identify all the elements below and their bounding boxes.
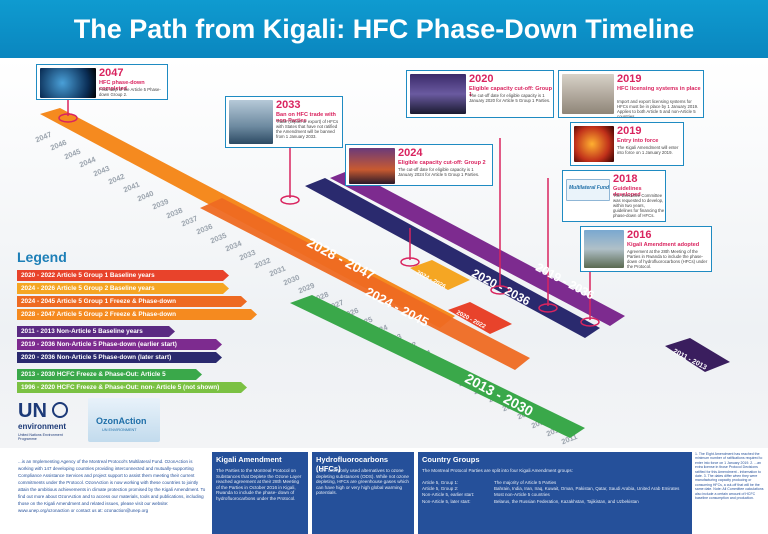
multilateral-fund-logo-text: Multilateral Fund [569, 185, 609, 191]
bar-nonart5-baseline [665, 338, 730, 372]
handshake-image [562, 74, 614, 114]
pin-2019a [538, 303, 558, 313]
ozonaction-name: OzonAction [96, 416, 147, 426]
country-group-key: Non-Article 5, earlier start: [422, 492, 475, 498]
event-2018: Multilateral Fund 2018 Guidelines develo… [562, 170, 666, 222]
bar-nonart5-later [305, 178, 600, 338]
bar-article5-group1-phasedown [200, 198, 530, 370]
event-2024: 2024 Eligible capacity cut-off: Group 2 … [345, 144, 493, 186]
pin-2016 [580, 317, 600, 327]
event-2019-entry: 2019 Entry into force The Kigali Amendme… [570, 122, 684, 166]
un-letters: UN [18, 400, 47, 422]
fire-earth-image [574, 126, 614, 162]
country-group-value: Most non-Article 5 countries [494, 492, 550, 498]
country-group-value: The majority of Article 5 Parties [494, 480, 557, 485]
event-2047: 2047 HFC phase-down completed Final step… [36, 64, 168, 100]
legend-item: 1996 - 2020 HCFC Freeze & Phase-Out: non… [17, 382, 247, 393]
legend-item: 2028 - 2047 Article 5 Group 2 Freeze & P… [17, 309, 257, 320]
event-2033: 2033 Ban on HFC trade with non-Parties T… [225, 96, 343, 148]
country-group-key: Article 5, Group 1: [422, 480, 459, 485]
un-emblem-icon [52, 402, 68, 418]
pin-2047 [58, 113, 78, 123]
kigali-city-image [584, 230, 624, 268]
legend-item: 2019 - 2036 Non-Article 5 Phase-down (ea… [17, 339, 222, 350]
timeline-bars [40, 97, 730, 438]
event-2019-licensing: 2019 HFC licensing systems in place Impo… [558, 70, 704, 118]
legend-item: 2024 - 2045 Article 5 Group 1 Freeze & P… [17, 296, 247, 307]
country-group-row: Article 5, Group 1: The majority of Artic… [422, 480, 688, 486]
pin-2020 [490, 285, 510, 295]
legend-item: 2011 - 2013 Non-Article 5 Baseline years [17, 326, 175, 337]
country-group-key: Non-Article 5, later start: [422, 498, 471, 504]
bar-art5-g1-baseline [448, 302, 512, 334]
intro-text: ...is an Implementing Agency of the Mont… [18, 459, 206, 513]
legend-item: 2013 - 2030 HCFC Freeze & Phase-Out: Art… [17, 369, 202, 380]
country-group-value: Belarus, the Russian Federation, Kazakhs… [494, 498, 639, 504]
multilateral-fund-logo [566, 179, 610, 201]
bar-hcfc-art5 [290, 295, 585, 438]
plant-image [410, 74, 466, 114]
event-2020: 2020 Eligible capacity cut-off: Group 1 … [406, 70, 554, 118]
bar-nonart5-earlier [330, 170, 625, 326]
panel-hfc: Hydrofluorocarbons (HFCs) ...are commonl… [312, 452, 414, 534]
factory-image [349, 148, 395, 184]
panel-kigali: Kigali Amendment The Parties to the Mont… [212, 452, 308, 534]
page-title: The Path from Kigali: HFC Phase-Down Tim… [73, 14, 695, 44]
pin-2024 [400, 257, 420, 267]
country-group-row: Non-Article 5, earlier start: Most non-Ar… [422, 492, 688, 498]
panel-country-groups: Country Groups The Montreal Protocol Par… [418, 452, 692, 534]
country-groups-list: Article 5, Group 1: The majority of Artic… [422, 480, 688, 505]
pin-2033 [280, 195, 300, 205]
legend-item: 2020 - 2036 Non-Article 5 Phase-down (la… [17, 352, 222, 363]
un-logo: UN environment United Nations Environmen… [18, 400, 78, 444]
ozonaction-sub: UN ENVIRONMENT [102, 428, 137, 432]
legend-item: 2024 - 2026 Article 5 Group 2 Baseline y… [17, 283, 229, 294]
country-group-value: Bahrain, India, Iran, Iraq, Kuwait, Oman… [494, 486, 680, 492]
bar-art5-g2-baseline [410, 260, 470, 290]
country-group-row: Article 5, Group 2: Bahrain, India, Iran,… [422, 486, 688, 492]
un-sub: United Nations Environment Programme [18, 433, 63, 441]
un-word: environment [18, 422, 67, 431]
ozonaction-logo: OzonAction UN ENVIRONMENT [88, 398, 160, 442]
earth-image [40, 68, 96, 98]
legend-title: Legend [17, 249, 67, 265]
country-group-key: Article 5, Group 2: [422, 486, 459, 492]
title-bar: The Path from Kigali: HFC Phase-Down Tim… [0, 0, 768, 58]
country-group-row: Non-Article 5, later start: Belarus, the … [422, 499, 688, 505]
event-2016: 2016 Kigali Amendment adopted Agreement … [580, 226, 712, 272]
legend-item: 2020 - 2022 Article 5 Group 1 Baseline y… [17, 270, 229, 281]
footnotes: 1. The Eight Amendment has reached the m… [695, 452, 764, 501]
container-ship-image [229, 100, 273, 144]
